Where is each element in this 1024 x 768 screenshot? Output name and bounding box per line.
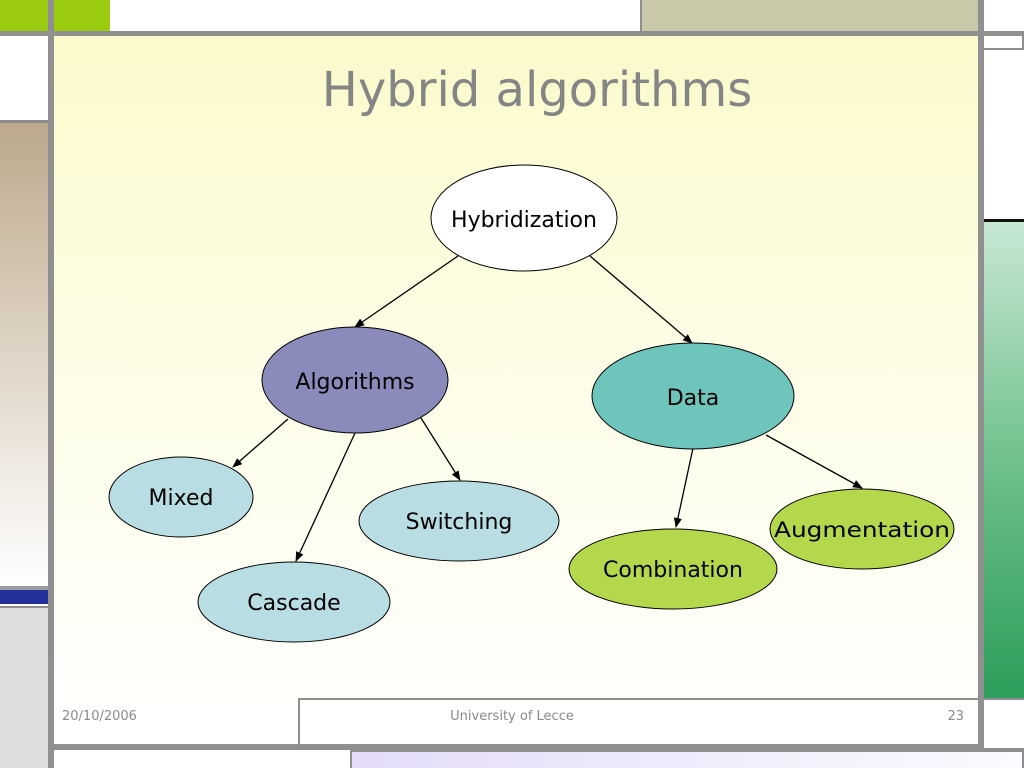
node-switching-shape bbox=[358, 480, 560, 562]
node-hybridization-label: Hybridization bbox=[451, 208, 597, 233]
footer-page-number: 23 bbox=[947, 709, 964, 724]
slide-title: Hybrid algorithms bbox=[321, 62, 753, 118]
node-switching: Switching bbox=[358, 480, 560, 562]
frame-left-gray-line bbox=[0, 586, 48, 590]
node-mixed-shape bbox=[108, 456, 254, 538]
frame-right-line bbox=[978, 0, 984, 768]
node-data-label: Data bbox=[667, 386, 720, 411]
footer-organization: University of Lecce bbox=[450, 709, 574, 724]
node-augmentation-shape bbox=[769, 488, 955, 570]
node-mixed: Mixed bbox=[108, 456, 254, 538]
edge-algorithms-cascade bbox=[295, 432, 356, 562]
slide-background bbox=[54, 36, 978, 744]
frame-top-tan-block bbox=[640, 0, 978, 31]
edge-algorithms-switching bbox=[420, 417, 461, 481]
diagram-edges bbox=[232, 255, 863, 562]
node-algorithms-label: Algorithms bbox=[295, 370, 414, 395]
frame-left-tan-strip bbox=[0, 120, 48, 586]
frame-bottom-line bbox=[54, 744, 978, 750]
node-combination-shape bbox=[568, 528, 778, 610]
frame-left-light-gray-block bbox=[0, 606, 48, 768]
node-algorithms-shape bbox=[261, 326, 449, 434]
node-combination-label: Combination bbox=[603, 558, 743, 583]
node-augmentation: Augmentation bbox=[769, 488, 955, 570]
frame-left-line bbox=[48, 0, 54, 768]
node-hybridization: Hybridization bbox=[430, 164, 618, 272]
frame-right-green-strip bbox=[984, 222, 1024, 698]
node-data-shape bbox=[591, 342, 795, 450]
edge-hybridization-data bbox=[589, 255, 693, 344]
edge-data-augmentation bbox=[765, 434, 863, 489]
footer-date: 20/10/2006 bbox=[62, 709, 137, 724]
edge-algorithms-mixed bbox=[232, 418, 289, 468]
node-hybridization-shape bbox=[430, 164, 618, 272]
frame-bottom-lavender-block bbox=[350, 750, 1024, 768]
node-augmentation-label: Augmentation bbox=[774, 518, 950, 542]
node-combination: Combination bbox=[568, 528, 778, 610]
frame-left-blue-bar bbox=[0, 590, 48, 604]
node-algorithms: Algorithms bbox=[261, 326, 449, 434]
edge-data-combination bbox=[673, 447, 694, 528]
edge-hybridization-algorithms bbox=[354, 255, 459, 328]
node-switching-label: Switching bbox=[406, 510, 513, 535]
frame-top-line bbox=[0, 31, 1024, 36]
frame-right-black-line bbox=[984, 219, 1024, 222]
node-cascade-shape bbox=[197, 561, 391, 643]
node-cascade-label: Cascade bbox=[247, 591, 340, 616]
footer-outline-box bbox=[298, 698, 1024, 750]
node-cascade: Cascade bbox=[197, 561, 391, 643]
node-data: Data bbox=[591, 342, 795, 450]
node-mixed-label: Mixed bbox=[149, 486, 214, 511]
frame-top-green-block bbox=[0, 0, 110, 31]
